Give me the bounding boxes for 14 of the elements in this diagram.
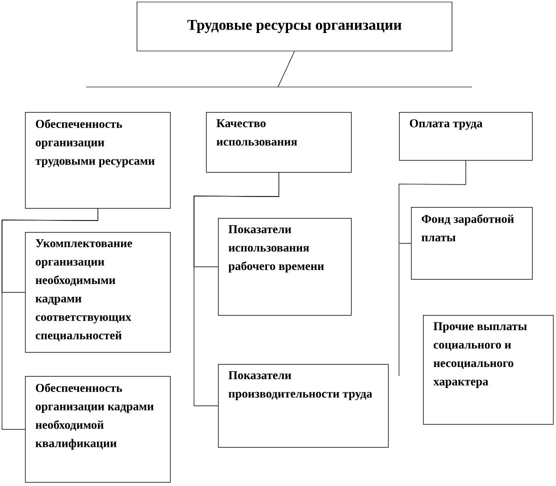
connector-line [278, 51, 295, 88]
connector-line [2, 208, 98, 430]
category-box: Фонд заработной платы [411, 207, 533, 280]
connector-line [398, 160, 466, 244]
category-box: Обеспеченность организации кадрами необходимой квалификации [25, 376, 171, 483]
connector-line [194, 172, 280, 406]
category-box: Обеспеченность организации трудовыми ресурсами [25, 112, 171, 209]
category-box: Качество использования [206, 112, 352, 173]
title-box: Трудовые ресурсы организации [136, 2, 452, 52]
category-box: Показатели использования рабочего времени [218, 218, 352, 316]
category-box: Укомплектование организации необходимыми кадрами соответствующих специальностей [25, 232, 171, 353]
category-box: Показатели производительности труда [218, 364, 389, 448]
category-box: Прочие выплаты социального и несоциального характера [423, 315, 554, 425]
category-box: Оплата труда [399, 112, 533, 161]
